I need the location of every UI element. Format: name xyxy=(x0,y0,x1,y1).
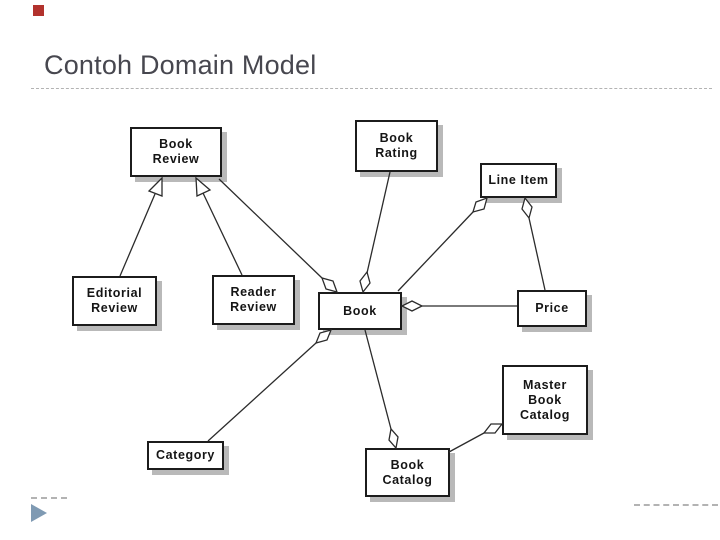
node-book-rating: Book Rating xyxy=(355,120,438,172)
node-label-line: Catalog xyxy=(382,472,433,487)
edge-book-book-rating xyxy=(366,171,391,274)
node-label-line: Review xyxy=(230,300,277,314)
aggregation-diamond-bookcatalog-book xyxy=(388,427,399,450)
aggregation-diamond-lineitem-book xyxy=(472,196,488,213)
edge-book-book-review xyxy=(218,178,323,279)
bottom-left-dashed-rule xyxy=(31,497,67,499)
node-category: Category xyxy=(147,441,224,470)
accent-square xyxy=(33,5,44,16)
aggregation-diamond-book-price xyxy=(400,300,424,312)
node-label-line: Book xyxy=(159,137,193,151)
aggregation-diamond-lineitem-price xyxy=(521,196,533,220)
node-label-line: Category xyxy=(156,448,215,462)
generalization-arrow-book-review-right xyxy=(195,176,212,197)
edge-master-book-catalog-book-catalog xyxy=(448,432,485,453)
node-line-item: Line Item xyxy=(480,163,557,198)
node-book-catalog: Book Catalog xyxy=(365,448,450,497)
node-label-line: Book xyxy=(343,303,377,318)
node-label-line: Book xyxy=(390,457,425,472)
node-label-line: Line Item xyxy=(488,173,549,187)
aggregation-diamond-masterbookcatalog-bookcatalog xyxy=(482,423,504,434)
node-label-line: Book xyxy=(528,392,562,407)
node-label-line: Rating xyxy=(375,146,418,160)
next-slide-triangle-icon[interactable] xyxy=(31,504,47,522)
edge-book-category xyxy=(207,342,317,442)
edge-book-catalog-book xyxy=(364,329,392,430)
node-label-line: Book xyxy=(379,131,414,145)
node-master-book-catalog: Master Book Catalog xyxy=(502,365,588,435)
generalization-arrow-book-review-left xyxy=(147,176,163,197)
node-label-line: Review xyxy=(91,301,138,315)
node-book: Book xyxy=(318,292,402,330)
title-divider xyxy=(31,88,712,89)
node-label-line: Review xyxy=(152,152,200,166)
node-label-line: Reader xyxy=(230,285,277,299)
node-price: Price xyxy=(517,290,587,327)
aggregation-diamond-book-bookrating xyxy=(359,270,371,294)
slide-title: Contoh Domain Model xyxy=(44,50,317,80)
edge-line-item-price xyxy=(528,217,546,291)
node-reader-review: Reader Review xyxy=(212,275,295,325)
node-label-line: Master xyxy=(523,377,567,392)
node-label-line: Price xyxy=(535,301,569,315)
aggregation-diamond-book-bookreview xyxy=(320,277,339,293)
node-book-review: Book Review xyxy=(130,127,222,177)
edge-editorial-review-book-review xyxy=(119,193,156,277)
node-label-line: Catalog xyxy=(519,407,571,422)
edge-line-item-book xyxy=(397,211,474,292)
node-label-line: Editorial xyxy=(86,286,143,300)
bottom-right-dashed-rule xyxy=(634,504,718,506)
aggregation-diamond-book-category xyxy=(314,329,333,344)
edge-reader-review-book-review xyxy=(202,192,243,276)
node-editorial-review: Editorial Review xyxy=(72,276,157,326)
